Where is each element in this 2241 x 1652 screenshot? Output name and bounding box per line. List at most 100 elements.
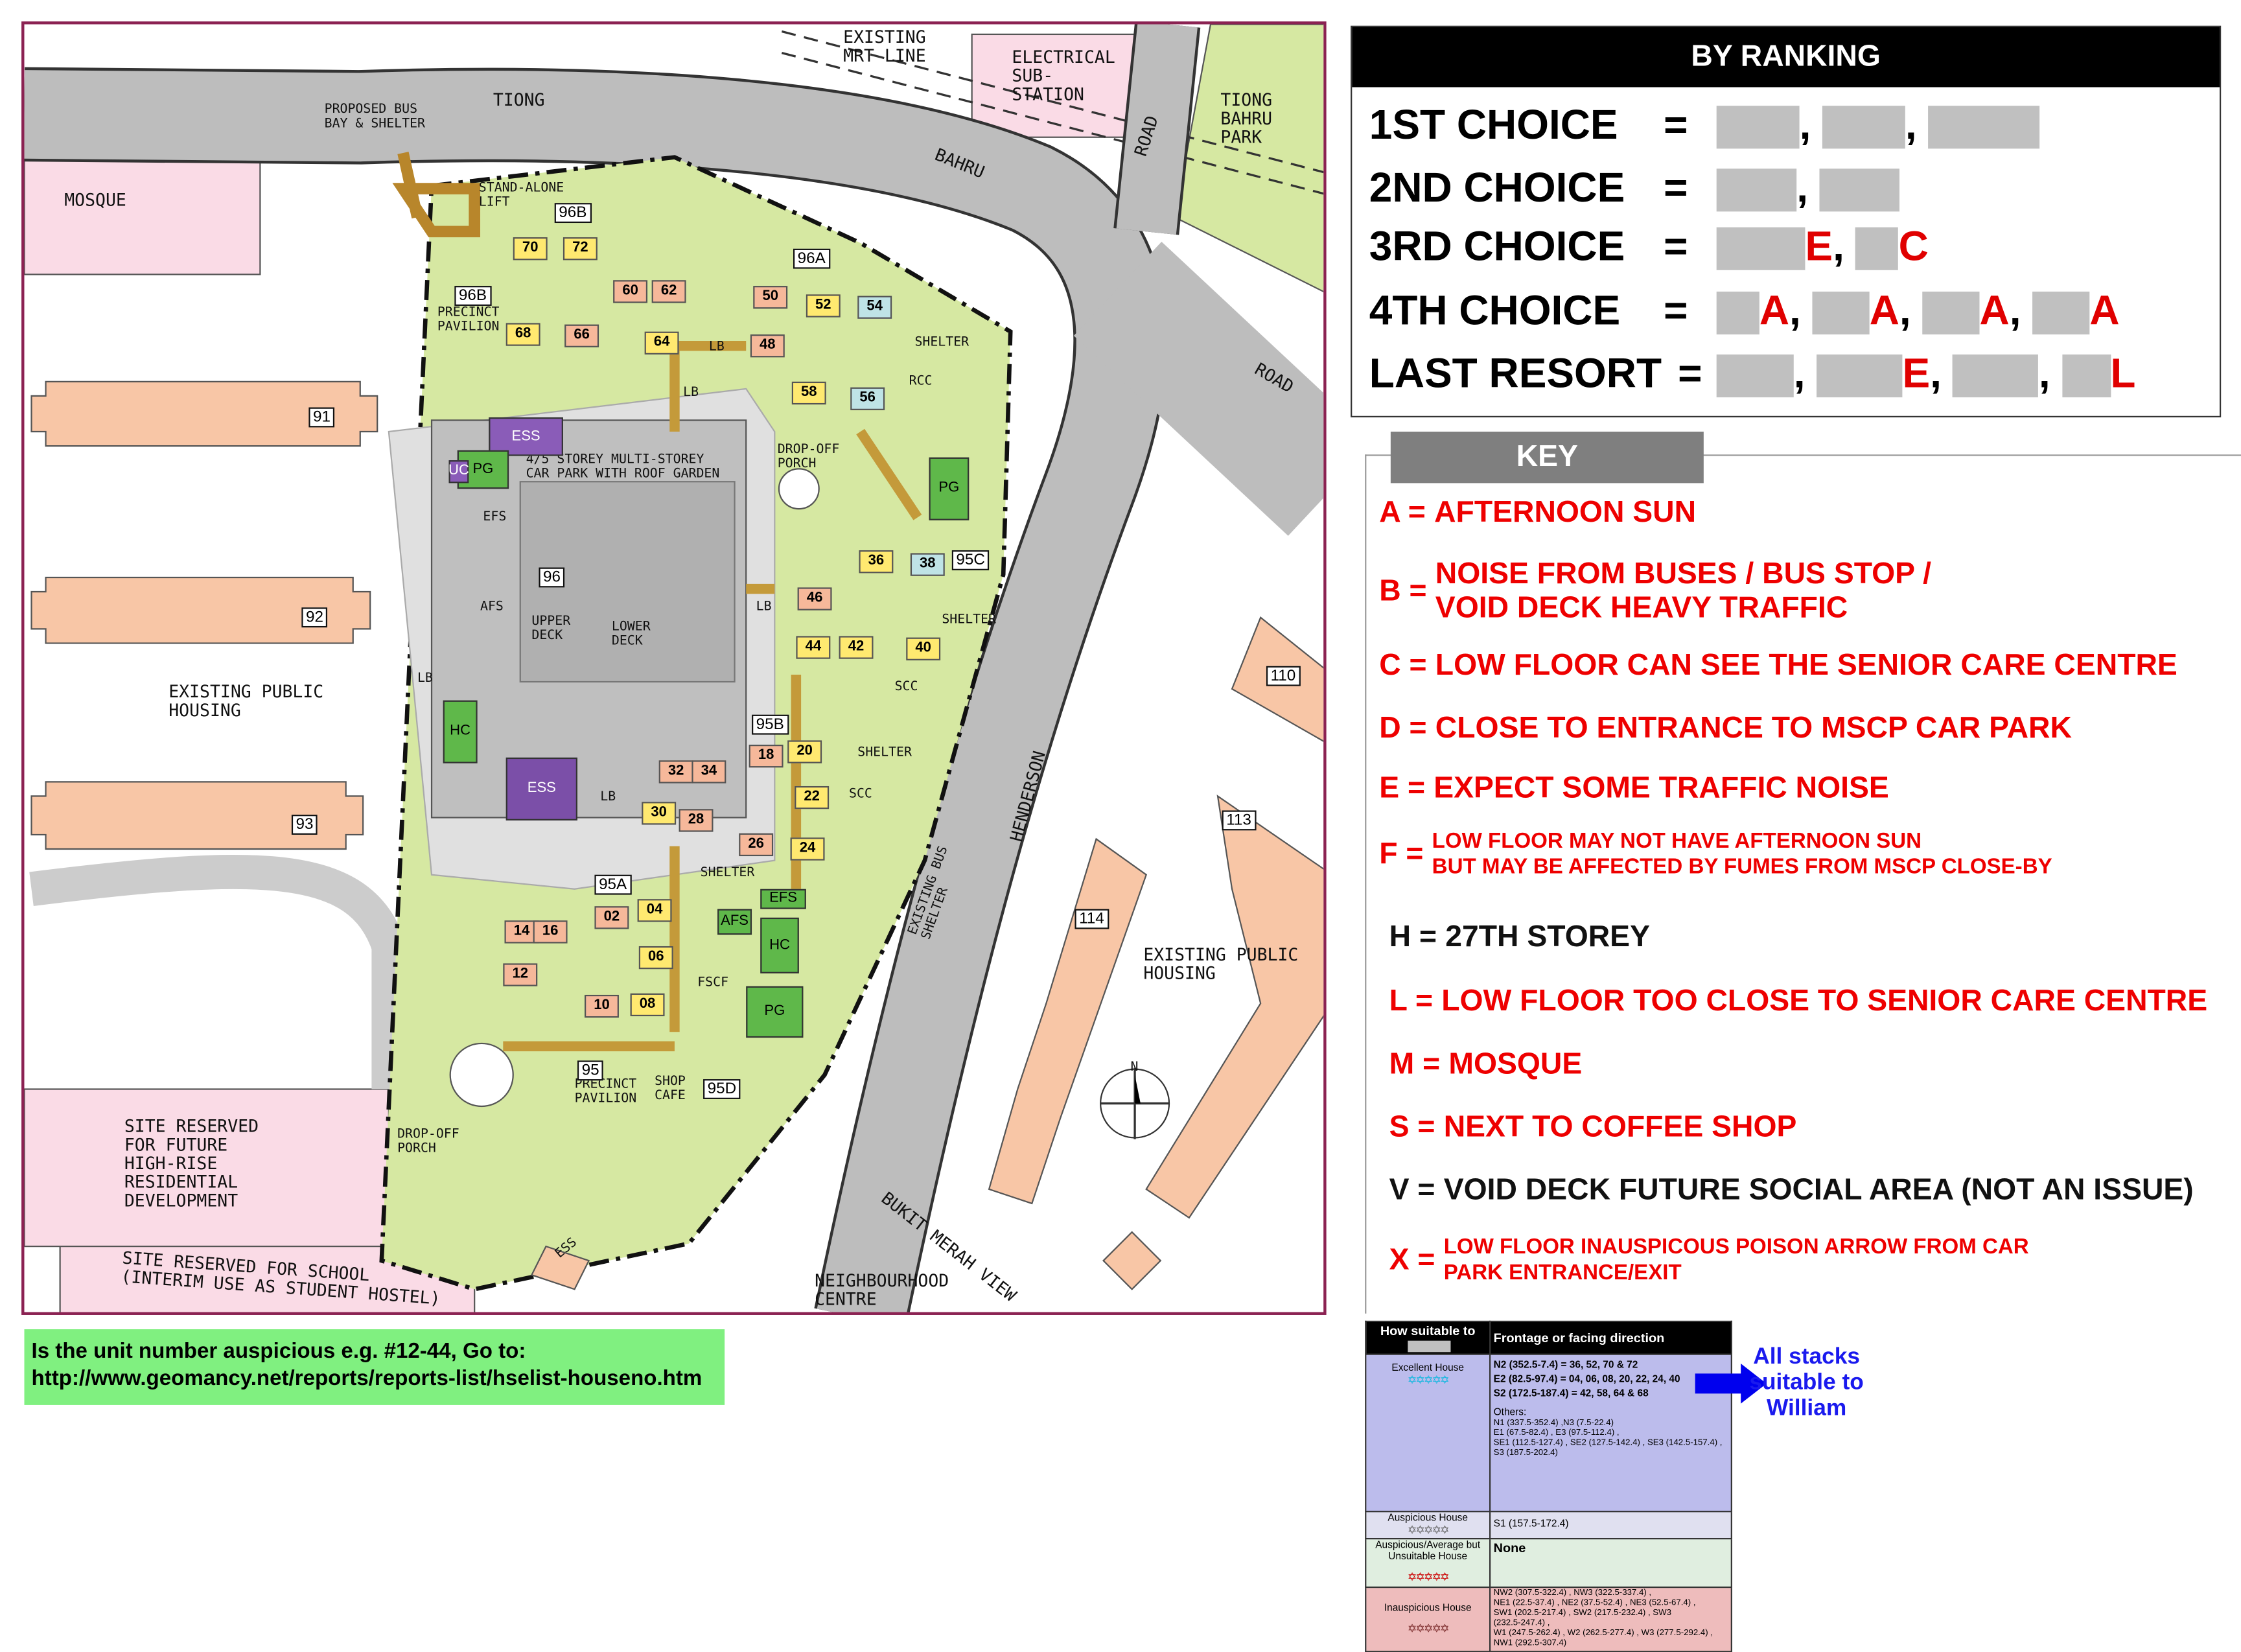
key-description: NEXT TO COFFEE SHOP (1443, 1110, 1797, 1144)
linkways (503, 340, 922, 1052)
key-code: S = (1389, 1110, 1435, 1144)
key-panel (1365, 454, 2241, 1314)
map-label-mosque: MOSQUE (64, 190, 126, 211)
map-label-future-site: SITE RESERVED FOR FUTURE HIGH-RISE RESID… (124, 1116, 259, 1211)
unit-stack-label: 46 (797, 587, 832, 611)
key-description: LOW FLOOR MAY NOT HAVE AFTERNOON SUN BUT… (1432, 829, 2052, 879)
ranking-letter: A (1979, 288, 2010, 335)
key-code: L = (1389, 984, 1434, 1018)
map-label-road-top: ROAD (1130, 113, 1163, 159)
ranking-label: LAST RESORT (1369, 351, 1662, 398)
key-code: V = (1389, 1173, 1435, 1207)
ranking-panel: BY RANKING 1ST CHOICE=,,2ND CHOICE=,3RD … (1351, 25, 2222, 417)
unit-stack-label: 42 (839, 636, 874, 659)
unit-stack-label: 38 (910, 553, 945, 576)
n2-line: N2 (352.5-7.4) = 36, 52, 70 & 72 (1493, 1360, 1638, 1371)
unit-stack-label: 58 (791, 381, 826, 405)
note-line-1: Is the unit number auspicious e.g. #12-4… (31, 1339, 526, 1364)
map-label-efs-left: EFS (483, 510, 507, 525)
map-label-park: TIONG BAHRU PARK (1220, 89, 1273, 148)
block-number-label: 95 (577, 1060, 604, 1081)
redacted-unit (1716, 106, 1800, 150)
block-number-label: 91 (308, 407, 335, 428)
map-label-school-site: SITE RESERVED FOR SCHOOL (INTERIM USE AS… (120, 1248, 441, 1309)
map-label-lb1: LB (683, 386, 699, 401)
key-description: MOSQUE (1448, 1047, 1583, 1081)
map-label-dropoff-top: DROP-OFF PORCH (777, 443, 840, 472)
row-label: Auspicious House✡✡✡✡✡ (1365, 1511, 1491, 1540)
unit-stack-label: 72 (563, 237, 598, 261)
redacted-unit (1855, 227, 1899, 271)
key-code: B = (1379, 574, 1427, 608)
unit-stack-label: 22 (795, 785, 830, 809)
block-number-label: 114 (1074, 909, 1109, 929)
label: Inauspicious House (1384, 1603, 1472, 1614)
ranking-label: 2ND CHOICE (1369, 165, 1625, 212)
comma: , (1799, 102, 1811, 149)
ranking-values: ,, (1716, 102, 2040, 150)
unit-stack-label: 24 (790, 837, 825, 861)
covered-walkway (392, 152, 481, 238)
unit-stack-label: 34 (691, 760, 726, 784)
unit-stack-label: 28 (679, 809, 714, 832)
map-label-ess-bottom-small: ESS (553, 1235, 581, 1262)
map-label-shelter1: SHELTER (914, 336, 970, 351)
comma: , (1833, 224, 1844, 270)
row-value: NW2 (307.5-322.4) , NW3 (322.5-337.4) , … (1489, 1586, 1732, 1652)
key-code: A = (1379, 496, 1426, 529)
unit-stack-label: 06 (638, 946, 673, 970)
redacted-unit (1817, 355, 1903, 398)
redacted-unit (2032, 292, 2090, 335)
key-item: L =LOW FLOOR TOO CLOSE TO SENIOR CARE CE… (1389, 985, 2208, 1019)
map-label-lb4: LB (417, 671, 433, 686)
redacted-unit (1812, 292, 1870, 335)
map-label-housing-right: EXISTING PUBLIC HOUSING (1143, 944, 1299, 984)
map-label-lb2: LB (708, 340, 725, 355)
note-link[interactable]: http://www.geomancy.net/reports/reports-… (31, 1366, 702, 1391)
unit-stack-label: 02 (594, 906, 629, 929)
roundabout (449, 1042, 514, 1108)
facility-uc: UC (448, 460, 469, 483)
facility-pg3: PG (746, 986, 804, 1038)
mrt-line (781, 30, 1324, 174)
road-north (1116, 24, 1198, 235)
map-label-lift: STAND-ALONE LIFT (478, 181, 564, 211)
block-number-label: 96B (554, 203, 592, 224)
facility-efs: EFS (760, 889, 806, 909)
map-label-bus-bay: PROPOSED BUS BAY & SHELTER (324, 102, 426, 132)
ranking-label: 4TH CHOICE (1369, 288, 1621, 335)
others-list: N1 (337.5-352.4) ,N3 (7.5-22.4) E1 (67.5… (1493, 1419, 1723, 1458)
row-label: Auspicious/Average but Unsuitable House✡… (1365, 1538, 1491, 1588)
map-label-upper-deck: UPPER DECK (531, 614, 571, 644)
redacted-unit (2061, 355, 2111, 398)
map-label-lb3: LB (756, 600, 772, 615)
unit-stack-label: 68 (505, 323, 540, 346)
row-label: Excellent House✡✡✡✡✡ (1365, 1353, 1491, 1513)
map-label-dropoff-bottom: DROP-OFF PORCH (397, 1128, 459, 1157)
key-code: C = (1379, 649, 1427, 682)
unit-stack-label: 18 (749, 745, 784, 768)
table-row-inauspicious: Inauspicious House✡✡✡✡✡ NW2 (307.5-322.4… (1365, 1586, 1732, 1652)
unit-stack-label: 16 (533, 920, 568, 944)
map-label-shelter3: SHELTER (857, 746, 912, 761)
label: Excellent House (1391, 1363, 1464, 1374)
comma: , (2038, 351, 2050, 398)
key-item: M =MOSQUE (1389, 1048, 1583, 1082)
block-number-label: 93 (291, 815, 318, 835)
facility-pg2: PG (929, 457, 970, 520)
unit-stack-label: 54 (857, 296, 892, 319)
comma: , (1930, 351, 1942, 398)
facility-hc2: HC (760, 917, 799, 973)
key-item: E =EXPECT SOME TRAFFIC NOISE (1379, 772, 1889, 806)
block-number-label: 95B (752, 714, 789, 735)
ranking-values: E,C (1716, 223, 1929, 272)
facility-ess-bottom: ESS (505, 757, 577, 820)
star-rating-icon: ✡✡✡✡✡ (1407, 1523, 1450, 1537)
block-number-label: 96A (793, 248, 830, 269)
label: Auspicious/Average but Unsuitable House (1375, 1541, 1481, 1563)
redacted-unit (1922, 292, 1980, 335)
ranking-letter: A (2089, 288, 2120, 335)
table-row-auspicious: Auspicious House✡✡✡✡✡ S1 (157.5-172.4) (1365, 1511, 1732, 1540)
col1-label: How suitable to (1380, 1323, 1476, 1338)
